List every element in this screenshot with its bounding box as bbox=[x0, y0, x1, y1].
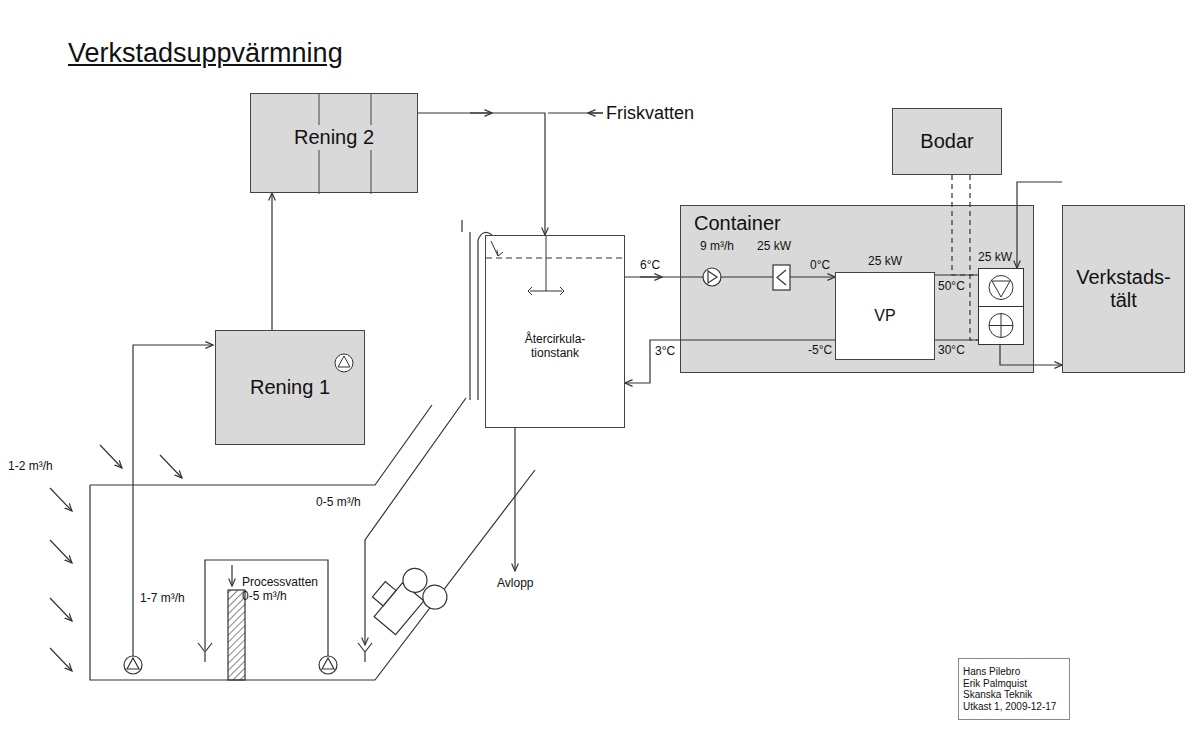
treatment-box: Rening 1 bbox=[215, 330, 365, 445]
flow-label: 0°C bbox=[810, 259, 830, 273]
container-box: ContainerVP 25 kW bbox=[680, 205, 1034, 373]
flow-label: 25 kW bbox=[868, 255, 902, 269]
flow-label: 6°C bbox=[640, 259, 660, 273]
pump-symbol bbox=[124, 656, 142, 674]
pipe-connector bbox=[625, 340, 835, 383]
pipe-connector bbox=[625, 276, 835, 277]
node-text: Skanska Teknik bbox=[963, 689, 1065, 701]
treatment-box: Rening 2 bbox=[250, 93, 418, 193]
basin-outline bbox=[90, 470, 535, 680]
flow-label: Friskvatten bbox=[606, 103, 694, 124]
pipe-connector bbox=[418, 113, 545, 235]
flow-label: 0-5 m³/h bbox=[316, 496, 361, 510]
pipe-connector bbox=[1017, 182, 1062, 268]
node-label: Bodar bbox=[920, 130, 973, 153]
pump-symbol bbox=[319, 656, 337, 674]
dashed-connector bbox=[952, 175, 978, 275]
recirculation-tank: Återcirkula- tionstank bbox=[485, 235, 625, 428]
shape-detail bbox=[978, 268, 1024, 345]
flow-label: Processvatten 0-5 m³/h bbox=[242, 576, 332, 604]
hatched-post bbox=[228, 590, 245, 680]
pump-symbol bbox=[703, 268, 721, 286]
node-label: Hans Pilebro bbox=[963, 666, 1065, 678]
node-text: Erik Palmquist bbox=[963, 678, 1065, 690]
node-label: Container bbox=[694, 212, 781, 235]
author-block: Hans PilebroErik PalmquistSkanska Teknik… bbox=[958, 658, 1070, 720]
shape-detail bbox=[486, 236, 624, 427]
flow-label: 1-2 m³/h bbox=[8, 460, 53, 474]
flow-label: 9 m³/h bbox=[700, 240, 734, 254]
workshop-tent-box: Verkstads- tält bbox=[1062, 205, 1185, 373]
flow-label: 30°C bbox=[938, 344, 965, 358]
node-text: Utkast 1, 2009-12-17 bbox=[963, 701, 1065, 713]
node-label: 25 kW bbox=[978, 251, 1012, 265]
flow-label: 25 kW bbox=[757, 240, 791, 254]
node-label: VP bbox=[874, 307, 895, 325]
heat-exchanger bbox=[773, 265, 790, 290]
machine-figure bbox=[363, 557, 451, 646]
heat-pump-box: VP bbox=[835, 272, 935, 360]
pipe-connector bbox=[271, 193, 272, 330]
node-label: Återcirkula- tionstank bbox=[513, 333, 597, 361]
node-label: Verkstads- tält bbox=[1063, 266, 1184, 312]
flow-label: 1-7 m³/h bbox=[140, 592, 185, 606]
flow-label: 50°C bbox=[938, 280, 965, 294]
flow-label: -5°C bbox=[808, 344, 832, 358]
container-fill bbox=[680, 205, 1034, 373]
node-label: Rening 1 bbox=[250, 376, 330, 399]
fan-coil-unit: 25 kW bbox=[978, 268, 1024, 345]
cabin-box: Bodar bbox=[892, 108, 1002, 175]
dashed-connector bbox=[970, 175, 978, 340]
node-label: Rening 2 bbox=[291, 125, 377, 150]
diagram-title: Verkstadsuppvärmning bbox=[68, 38, 343, 69]
flow-label: 3°C bbox=[655, 345, 675, 359]
pipe-connector bbox=[1000, 345, 1062, 365]
flow-label: Avlopp bbox=[497, 577, 533, 591]
